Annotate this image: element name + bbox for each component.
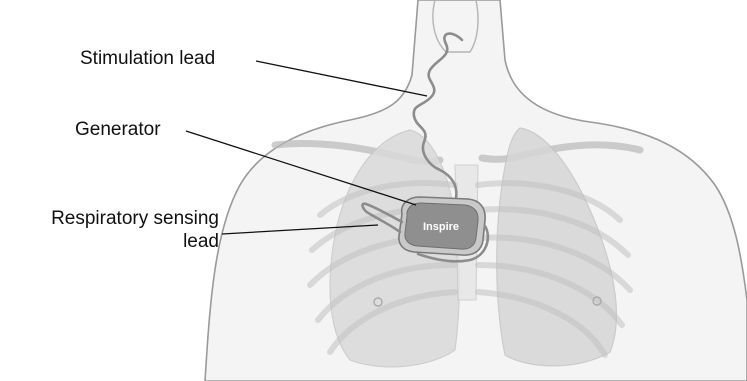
- stimulation-lead-label: Stimulation lead: [80, 47, 215, 70]
- generator-brand-label: Inspire: [423, 221, 459, 233]
- respiratory-sensing-lead-label-line2: lead: [8, 230, 219, 253]
- respiratory-sensing-lead-label-line1: Respiratory sensing: [8, 207, 219, 230]
- stimulation-lead-leader-line: [256, 61, 427, 96]
- respiratory-sensing-lead-label: Respiratory sensing lead: [8, 207, 219, 253]
- generator-device: Inspire: [399, 197, 485, 255]
- generator-label: Generator: [75, 118, 161, 141]
